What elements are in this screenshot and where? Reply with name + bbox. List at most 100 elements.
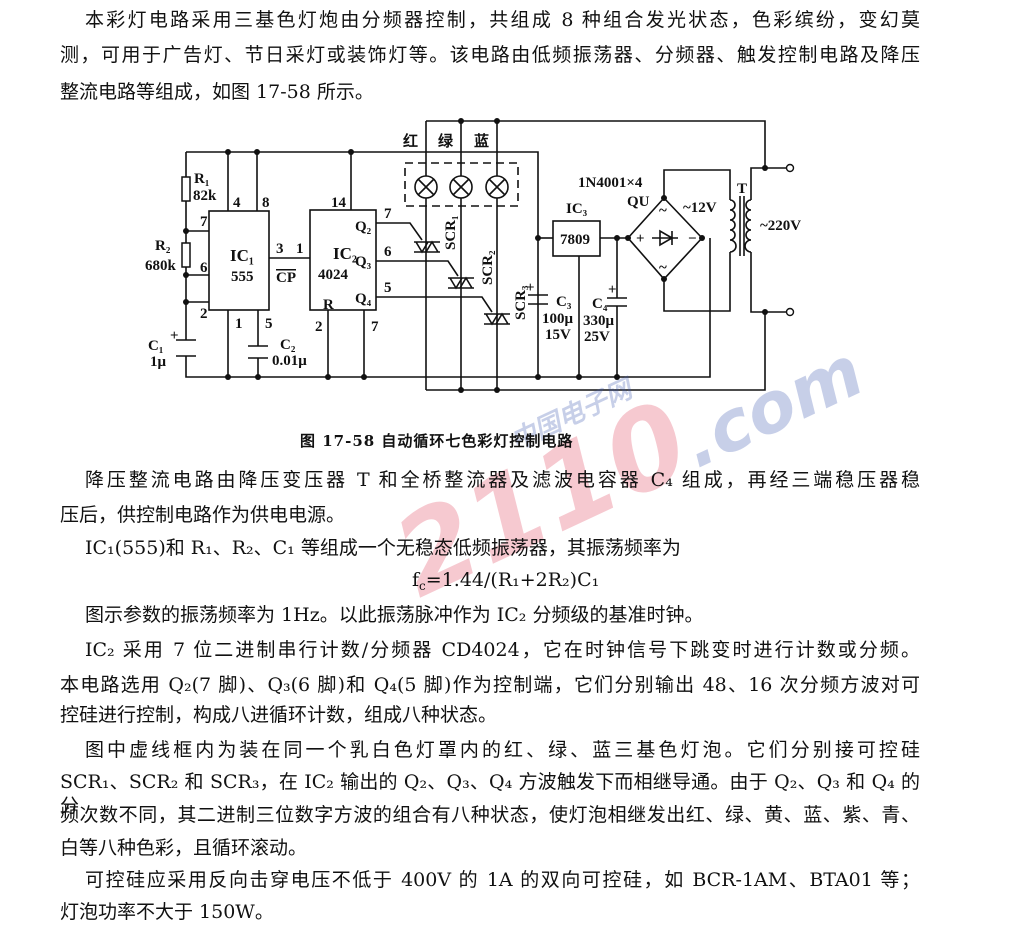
- svg-text:SCR₃: SCR₃: [513, 285, 529, 320]
- svg-text:25V: 25V: [584, 329, 610, 345]
- svg-text:5: 5: [265, 316, 273, 332]
- text-line: 白等八种色彩，且循环滚动。: [60, 837, 308, 859]
- svg-text:1N4001×4: 1N4001×4: [578, 175, 643, 191]
- svg-text:红: 红: [403, 132, 418, 150]
- svg-text:Q₃: Q₃: [355, 254, 372, 270]
- triac-scr3-icon: [484, 312, 510, 326]
- lamp-icons: [414, 175, 509, 199]
- svg-text:7809: 7809: [560, 232, 590, 248]
- svg-text:C₂: C₂: [280, 337, 296, 353]
- svg-text:CP: CP: [276, 270, 296, 286]
- svg-text:0.01μ: 0.01μ: [272, 353, 307, 369]
- text-line: 降压整流电路由降压变压器 T 和全桥整流器及滤波电容器 C₄ 组成，再经三端稳压…: [85, 469, 920, 491]
- svg-text:14: 14: [331, 195, 347, 211]
- svg-text:C₃: C₃: [556, 294, 572, 310]
- junction-dots: [183, 118, 795, 393]
- text-line: 灯泡功率不大于 150W。: [60, 901, 274, 923]
- circuit-diagram: 红 绿 蓝 R₁ 82k R₂ 680k C₁ 1μ + C₂ 0.01μ IC…: [145, 118, 801, 393]
- diagram-labels: 红 绿 蓝 R₁ 82k R₂ 680k C₁ 1μ + C₂ 0.01μ IC…: [145, 132, 801, 370]
- capacitor-c1: [176, 339, 196, 357]
- svg-text:IC₁: IC₁: [230, 246, 254, 265]
- capacitor-c2: [248, 345, 268, 359]
- svg-text:5: 5: [384, 280, 392, 296]
- svg-text:1μ: 1μ: [150, 354, 167, 370]
- text-line: SCR₁、SCR₂ 和 SCR₃，在 IC₂ 输出的 Q₂、Q₃、Q₄ 方波触发…: [60, 771, 920, 817]
- svg-text:~: ~: [659, 203, 667, 219]
- capacitor-c4: [607, 297, 627, 307]
- svg-text:R₁: R₁: [194, 171, 209, 187]
- wires: [185, 120, 790, 391]
- text-line: IC₁(555)和 R₁、R₂、C₁ 等组成一个无稳态低频振荡器，其振荡频率为: [85, 537, 681, 559]
- svg-text:6: 6: [200, 260, 208, 276]
- text-line: 本彩灯电路采用三基色灯炮由分频器控制，共组成 8 种组合发光状态，色彩缤纷，变幻…: [85, 9, 920, 31]
- formula: fc=1.44/(R₁+2R₂)C₁: [412, 569, 600, 593]
- svg-text:R₂: R₂: [155, 238, 171, 254]
- lamp-red-icon: [414, 175, 438, 199]
- svg-text:+: +: [608, 282, 617, 298]
- svg-text:C₁: C₁: [148, 338, 163, 354]
- svg-text:IC₂: IC₂: [333, 244, 357, 263]
- svg-text:555: 555: [231, 269, 254, 285]
- svg-text:IC₃: IC₃: [566, 201, 588, 217]
- svg-text:7: 7: [384, 206, 392, 222]
- lamp-blue-icon: [485, 175, 509, 199]
- svg-text:100μ: 100μ: [542, 311, 574, 327]
- ic3-7809: [552, 220, 601, 257]
- lamp-green-icon: [449, 175, 473, 199]
- svg-text:T: T: [737, 181, 747, 197]
- svg-text:330μ: 330μ: [583, 313, 615, 329]
- svg-text:蓝: 蓝: [474, 132, 489, 150]
- text-line: 控硅进行控制，构成八进循环计数，组成八种状态。: [60, 704, 498, 726]
- text-line: 测，可用于广告灯、节日采灯或装饰灯等。该电路由低频振荡器、分频器、触发控制电路及…: [60, 44, 920, 66]
- svg-text:+: +: [170, 328, 179, 344]
- text-line: 可控硅应采用反向击穿电压不低于 400V 的 1A 的双向可控硅，如 BCR-1…: [85, 869, 920, 891]
- ic2-4024: [309, 209, 377, 311]
- diode-icon: [652, 229, 678, 247]
- svg-text:1: 1: [296, 241, 304, 257]
- svg-text:2: 2: [200, 306, 208, 322]
- triac-scr1-icon: [414, 240, 440, 254]
- resistor-r1: [181, 176, 191, 202]
- svg-text:SCR₂: SCR₂: [480, 250, 496, 285]
- text-line: 图中虚线框内为装在同一个乳白色灯罩内的红、绿、蓝三基色灯泡。它们分别接可控硅: [85, 739, 920, 761]
- transformer-secondary-coil: [729, 199, 737, 253]
- svg-text:1: 1: [235, 316, 243, 332]
- svg-text:8: 8: [262, 195, 270, 211]
- svg-text:7: 7: [200, 214, 208, 230]
- svg-text:+: +: [526, 280, 535, 296]
- svg-text:3: 3: [276, 241, 284, 257]
- svg-text:82k: 82k: [193, 188, 217, 204]
- svg-text:6: 6: [384, 244, 392, 260]
- text-line: IC₂ 采用 7 位二进制串行计数/分频器 CD4024，它在时钟信号下跳变时进…: [85, 639, 920, 661]
- capacitor-c3: [528, 294, 548, 305]
- svg-text:4: 4: [233, 195, 241, 211]
- text-line: 频次数不同，其二进制三位数字方波的组合有八种状态，使灯泡相继发出红、绿、黄、蓝、…: [60, 804, 920, 826]
- svg-text:−: −: [688, 231, 697, 247]
- svg-text:R: R: [323, 297, 334, 313]
- text-line: 本电路选用 Q₂(7 脚)、Q₃(6 脚)和 Q₄(5 脚)作为控制端，它们分别…: [60, 674, 920, 696]
- text-line: 图示参数的振荡频率为 1Hz。以此振荡脉冲作为 IC₂ 分频级的基准时钟。: [85, 604, 704, 626]
- ic1-555: [208, 210, 270, 311]
- lamp-enclosure-dashed: [404, 162, 519, 207]
- svg-text:+: +: [636, 231, 645, 247]
- svg-text:QU: QU: [627, 194, 650, 210]
- svg-text:~: ~: [659, 260, 667, 276]
- svg-text:SCR₁: SCR₁: [443, 215, 459, 250]
- svg-text:680k: 680k: [145, 258, 177, 274]
- svg-text:~12V: ~12V: [683, 200, 717, 216]
- svg-text:15V: 15V: [545, 327, 571, 343]
- resistor-r2: [181, 242, 191, 268]
- triac-scr2-icon: [448, 276, 474, 290]
- transformer-primary-coil: [744, 199, 752, 253]
- svg-text:C₄: C₄: [592, 296, 608, 312]
- triac-icons: [414, 240, 510, 326]
- svg-text:Q₄: Q₄: [355, 291, 372, 307]
- svg-text:7: 7: [371, 319, 379, 335]
- svg-text:绿: 绿: [438, 132, 454, 150]
- svg-text:2: 2: [315, 319, 323, 335]
- svg-text:~220V: ~220V: [760, 218, 801, 234]
- text-line: 整流电路等组成，如图 17-58 所示。: [60, 81, 374, 103]
- text-line: 压后，供控制电路作为供电电源。: [60, 504, 346, 526]
- svg-text:Q₂: Q₂: [355, 219, 372, 235]
- svg-text:4024: 4024: [318, 267, 349, 283]
